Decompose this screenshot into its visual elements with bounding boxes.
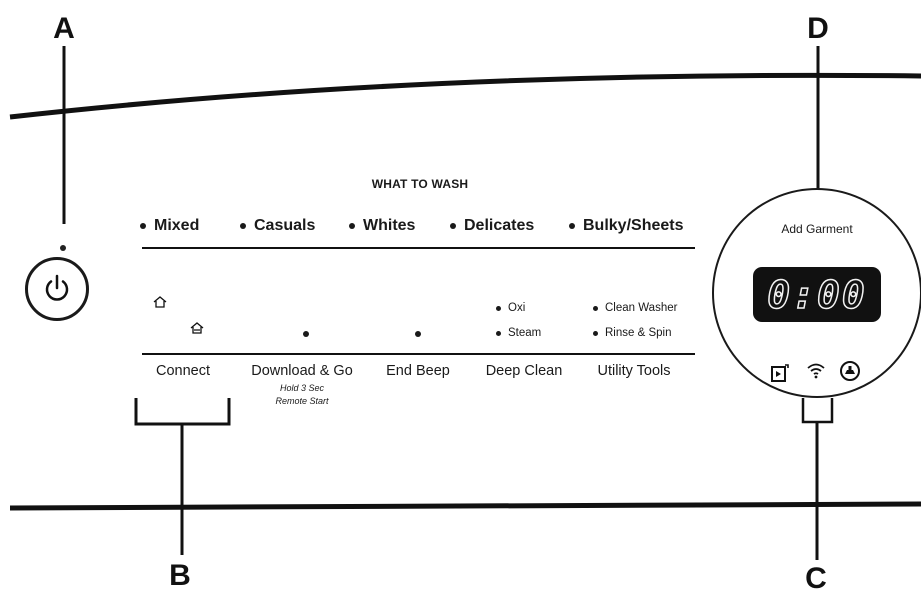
lid-lock-icon: [840, 361, 860, 381]
time-display: 0:00: [753, 267, 881, 322]
bottom-panel-line: [9, 501, 921, 511]
callout-bracket-b: [134, 398, 231, 426]
option-steam: Steam: [496, 327, 541, 339]
bullet: [593, 330, 598, 336]
wash-option-label: Whites: [363, 217, 416, 234]
deep-clean-button[interactable]: Deep Clean: [485, 363, 563, 379]
power-indicator-dot: [60, 245, 66, 251]
callout-label-b: B: [169, 559, 191, 592]
wash-option-label: Bulky/Sheets: [583, 217, 684, 234]
wash-option-label: Delicates: [464, 217, 535, 234]
utility-tools-button[interactable]: Utility Tools: [597, 363, 671, 379]
option-rinse-spin: Rinse & Spin: [593, 327, 671, 339]
wifi-icon: [807, 363, 825, 379]
wash-option-mixed[interactable]: Mixed: [140, 217, 199, 235]
remote-start-icon: [771, 364, 789, 382]
option-clean-washer: Clean Washer: [593, 302, 677, 314]
bullet: [140, 223, 146, 229]
wash-option-label: Mixed: [154, 217, 200, 234]
bullet: [496, 330, 501, 336]
end-beep-indicator-dot: [415, 331, 421, 337]
download-and-go-button[interactable]: Download & Go: [251, 363, 353, 379]
bullet: [496, 305, 501, 311]
callout-label-d: D: [807, 12, 829, 45]
download-indicator-dot: [303, 331, 309, 337]
power-button[interactable]: [25, 257, 89, 321]
option-label: Steam: [508, 327, 542, 339]
time-display-digits: 0:00: [766, 272, 867, 318]
option-oxi: Oxi: [496, 302, 525, 314]
callout-label-c: C: [805, 562, 827, 595]
wash-option-delicates[interactable]: Delicates: [450, 217, 534, 235]
what-to-wash-title: WHAT TO WASH: [371, 177, 469, 191]
top-panel-curve: [9, 72, 921, 120]
option-label: Rinse & Spin: [605, 327, 672, 339]
bullet: [450, 223, 456, 229]
callout-bracket-c: [801, 398, 834, 424]
wash-option-bulky-sheets[interactable]: Bulky/Sheets: [569, 217, 683, 235]
callout-label-a: A: [53, 12, 75, 45]
end-beep-button[interactable]: End Beep: [386, 363, 450, 379]
power-icon: [45, 274, 69, 301]
bullet: [593, 305, 598, 311]
wash-option-whites[interactable]: Whites: [349, 217, 415, 235]
home-icon: [190, 322, 204, 334]
option-label: Oxi: [508, 302, 526, 314]
bullet: [240, 223, 246, 229]
add-garment-label[interactable]: Add Garment: [781, 222, 853, 236]
home-icon: [153, 296, 167, 308]
wash-option-casuals[interactable]: Casuals: [240, 217, 315, 235]
hold-note: Hold 3 Sec: [279, 383, 325, 393]
option-label: Clean Washer: [605, 302, 678, 314]
remote-start-note: Remote Start: [275, 396, 329, 406]
bullet: [349, 223, 355, 229]
bullet: [569, 223, 575, 229]
wash-option-label: Casuals: [254, 217, 316, 234]
connect-button[interactable]: Connect: [155, 363, 210, 379]
